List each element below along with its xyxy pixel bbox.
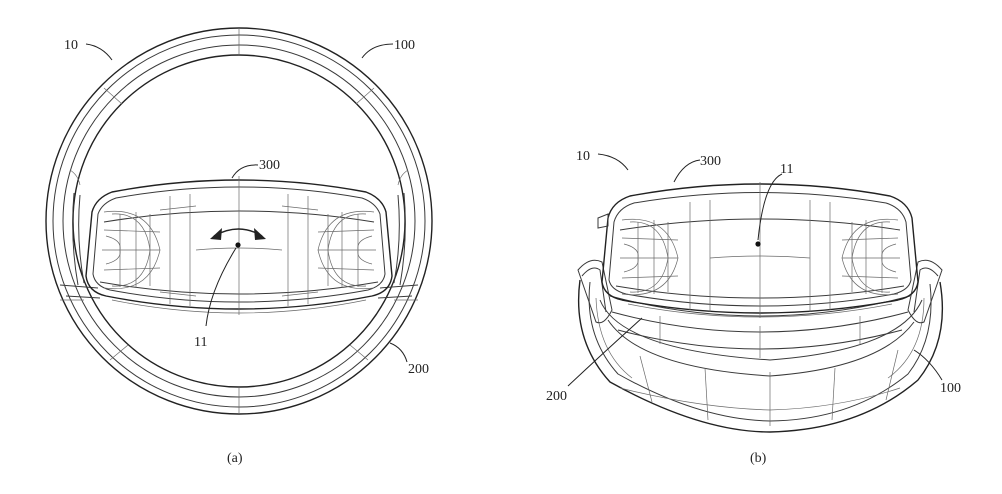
label-10-a: 10	[64, 38, 78, 53]
leader-100-b	[913, 349, 943, 381]
label-100-b: 100	[940, 381, 961, 396]
rotation-axis-point-b	[755, 241, 761, 247]
leader-300-b	[673, 159, 701, 183]
label-11-b: 11	[780, 162, 793, 177]
label-10-b: 10	[576, 149, 590, 164]
leader-11-b	[757, 173, 783, 241]
leader-100-a	[361, 43, 394, 59]
label-300-b: 300	[700, 154, 721, 169]
caption-b: (b)	[750, 451, 767, 466]
leader-10-a	[85, 43, 113, 61]
rotation-axis-point	[235, 242, 241, 248]
leader-300-a	[231, 164, 259, 179]
figure-a-steering-wheel-front: 10 100 300 11 200 (a)	[45, 27, 433, 466]
rotation-arrow-right-head-icon	[254, 228, 266, 240]
leader-10-b	[597, 153, 629, 171]
label-200-b: 200	[546, 389, 567, 404]
label-100-a: 100	[394, 38, 415, 53]
label-300-a: 300	[259, 158, 280, 173]
label-200-a: 200	[408, 362, 429, 377]
leader-200-b	[567, 317, 643, 387]
leader-11-a	[205, 247, 237, 327]
figure-b-steering-wheel-perspective: 10 300 11 200 100 (b)	[546, 149, 961, 466]
leader-200-a	[389, 342, 408, 363]
label-11-a: 11	[194, 335, 207, 350]
caption-a: (a)	[227, 451, 243, 466]
rotation-arrow-left-head-icon	[210, 228, 222, 240]
